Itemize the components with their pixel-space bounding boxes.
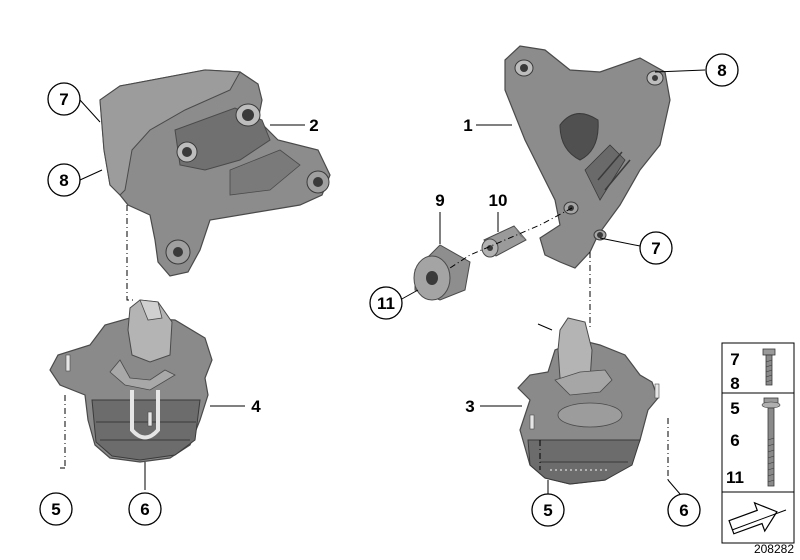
- engine-bracket-left[interactable]: [99, 69, 331, 277]
- legend-number-8: 8: [730, 374, 739, 393]
- assembly-lines: [64, 205, 669, 480]
- label-part-2: 2: [309, 116, 318, 135]
- callout-8-right: 8: [705, 53, 739, 87]
- svg-text:7: 7: [59, 90, 68, 109]
- svg-text:11: 11: [377, 294, 395, 313]
- legend-number-5: 5: [730, 399, 739, 418]
- engine-mount-left[interactable]: [49, 299, 213, 463]
- callout-5-left: 5: [39, 492, 73, 526]
- callout-7-right: 7: [639, 231, 673, 265]
- legend-number-7: 7: [730, 350, 739, 369]
- spacer-sleeve[interactable]: [481, 225, 527, 258]
- engine-mount-right[interactable]: [517, 317, 660, 485]
- label-part-1: 1: [463, 116, 472, 135]
- callout-8-left: 8: [47, 163, 81, 197]
- svg-text:5: 5: [543, 501, 552, 520]
- reference-number: 208282: [754, 542, 794, 556]
- callout-5-right: 5: [531, 493, 565, 527]
- leader-lines: [60, 69, 706, 495]
- callout-6-right: 6: [667, 493, 701, 527]
- long-bolt-icon: [761, 397, 781, 487]
- callout-7-left: 7: [47, 82, 81, 116]
- label-part-9: 9: [435, 191, 444, 210]
- svg-text:6: 6: [140, 500, 149, 519]
- svg-text:5: 5: [51, 500, 60, 519]
- svg-text:6: 6: [679, 501, 688, 520]
- callout-6-left: 6: [128, 492, 162, 526]
- legend-number-11: 11: [726, 468, 744, 487]
- label-part-3: 3: [465, 397, 474, 416]
- engine-bracket-right[interactable]: [504, 45, 671, 269]
- label-part-4: 4: [251, 397, 261, 416]
- arrow-icon: [728, 501, 787, 535]
- svg-text:8: 8: [59, 171, 68, 190]
- svg-text:8: 8: [717, 61, 726, 80]
- rubber-bushing[interactable]: [413, 244, 471, 301]
- legend-number-6: 6: [730, 431, 739, 450]
- short-bolt-icon: [762, 348, 776, 386]
- svg-text:7: 7: [651, 239, 660, 258]
- label-part-10: 10: [489, 191, 508, 210]
- callout-11: 11: [369, 286, 403, 320]
- legend-box: 7 8 5 6 11: [721, 342, 795, 544]
